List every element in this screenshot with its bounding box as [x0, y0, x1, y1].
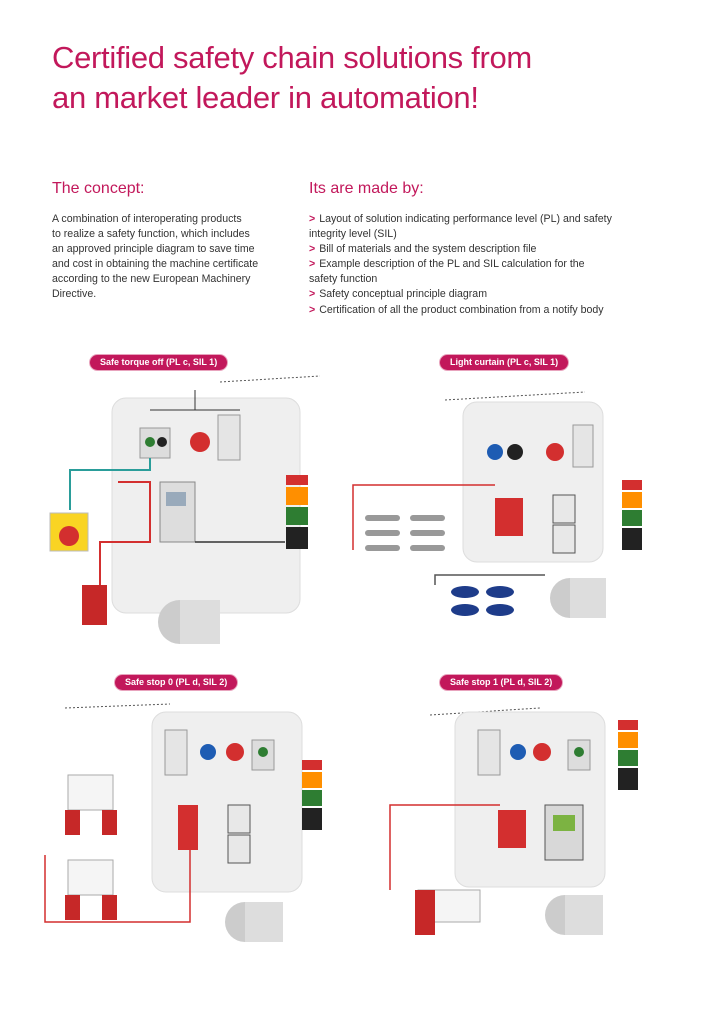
contactor — [552, 524, 576, 554]
motor-icon — [158, 600, 220, 644]
power-supply — [477, 729, 501, 776]
made-by-text: Safety conceptual principle diagram — [319, 288, 488, 301]
guard-fence — [67, 774, 114, 811]
made-by-list: >Layout of solution indicating performan… — [309, 212, 654, 318]
door-switch — [102, 895, 117, 920]
contactor — [227, 804, 251, 834]
made-by-text: Example description of the PL and SIL ca… — [319, 258, 585, 271]
made-by-item: >Bill of materials and the system descri… — [309, 242, 654, 257]
made-by-item: >Layout of solution indicating performan… — [309, 212, 654, 227]
diagram-label-light-curtain: Light curtain (PL c, SIL 1) — [440, 355, 569, 370]
power-supply — [164, 729, 188, 776]
sensor-array — [365, 515, 445, 551]
made-by-text: Certification of all the product combina… — [319, 303, 604, 316]
signal-tower — [286, 475, 308, 485]
door-switch — [415, 890, 435, 935]
emergency-stop-icon — [546, 443, 564, 461]
safety-module — [498, 810, 526, 848]
contactor — [227, 834, 251, 864]
contactor — [552, 494, 576, 524]
door-switch — [65, 810, 80, 835]
emergency-stop-icon — [226, 743, 244, 761]
pushbutton-station — [139, 427, 171, 459]
bullet-marker: > — [309, 213, 316, 225]
page-title: Certified safety chain solutions from an… — [52, 38, 692, 118]
made-by-item: >Example description of the PL and SIL c… — [309, 257, 654, 272]
diagram-label-safe-stop-0: Safe stop 0 (PL d, SIL 2) — [115, 675, 238, 690]
concept-line: to realize a safety function, which incl… — [52, 228, 250, 241]
bullet-marker: > — [309, 243, 316, 256]
bullet-marker: > — [309, 288, 316, 301]
concept-line: and cost in obtaining the machine certif… — [52, 258, 259, 271]
emergency-stop-icon — [190, 432, 210, 452]
concept-line: Directive. — [52, 288, 97, 301]
power-supply — [572, 424, 594, 468]
signal-tower — [302, 760, 322, 770]
reset-button-icon — [510, 744, 526, 760]
motor-drive — [544, 804, 584, 861]
title-line-1: Certified safety chain solutions from — [52, 40, 532, 75]
reset-button-icon — [487, 444, 503, 460]
diagram-safe-stop-0 — [44, 703, 322, 942]
door-switch — [102, 810, 117, 835]
safety-module — [178, 805, 198, 850]
diagram-label-safe-stop-1: Safe stop 1 (PL d, SIL 2) — [440, 675, 563, 690]
concept-heading: The concept: — [52, 180, 145, 197]
motor-icon — [225, 902, 283, 942]
made-by-text: Layout of solution indicating performanc… — [319, 213, 612, 225]
concept-line: an approved principle diagram to save ti… — [52, 243, 255, 256]
emergency-stop-icon — [533, 743, 551, 761]
diagram-safe-torque-off — [49, 375, 321, 644]
reset-button-icon — [200, 744, 216, 760]
guard-fence — [67, 859, 114, 896]
signal-tower — [622, 480, 642, 490]
made-by-text: integrity level (SIL) — [309, 228, 397, 241]
motor-icon — [550, 578, 606, 618]
safety-module — [495, 498, 523, 536]
motor-icon — [545, 895, 603, 935]
concept-text: A combination of interoperating products… — [52, 212, 258, 303]
door-switch — [65, 895, 80, 920]
diagram-label-safe-torque-off: Safe torque off (PL c, SIL 1) — [90, 355, 228, 370]
made-by-item: >Certification of all the product combin… — [309, 303, 654, 318]
made-by-heading: Its are made by: — [309, 180, 424, 197]
concept-line: A combination of interoperating products — [52, 213, 242, 225]
made-by-item: integrity level (SIL) — [309, 227, 654, 242]
photo-sensors — [451, 586, 514, 616]
made-by-item: >Safety conceptual principle diagram — [309, 287, 654, 302]
power-supply — [217, 414, 241, 461]
bullet-marker: > — [309, 258, 316, 271]
safety-switch — [82, 585, 107, 625]
motor-drive — [159, 481, 196, 543]
diagram-light-curtain — [352, 391, 642, 618]
title-line-2: an market leader in automation! — [52, 80, 479, 115]
made-by-text: Bill of materials and the system descrip… — [319, 243, 537, 256]
signal-tower — [618, 720, 638, 730]
concept-line: according to the new European Machinery — [52, 273, 251, 286]
diagram-safe-stop-1 — [389, 707, 638, 935]
made-by-item: safety function — [309, 272, 654, 287]
made-by-text: safety function — [309, 273, 378, 286]
bullet-marker: > — [309, 303, 316, 316]
